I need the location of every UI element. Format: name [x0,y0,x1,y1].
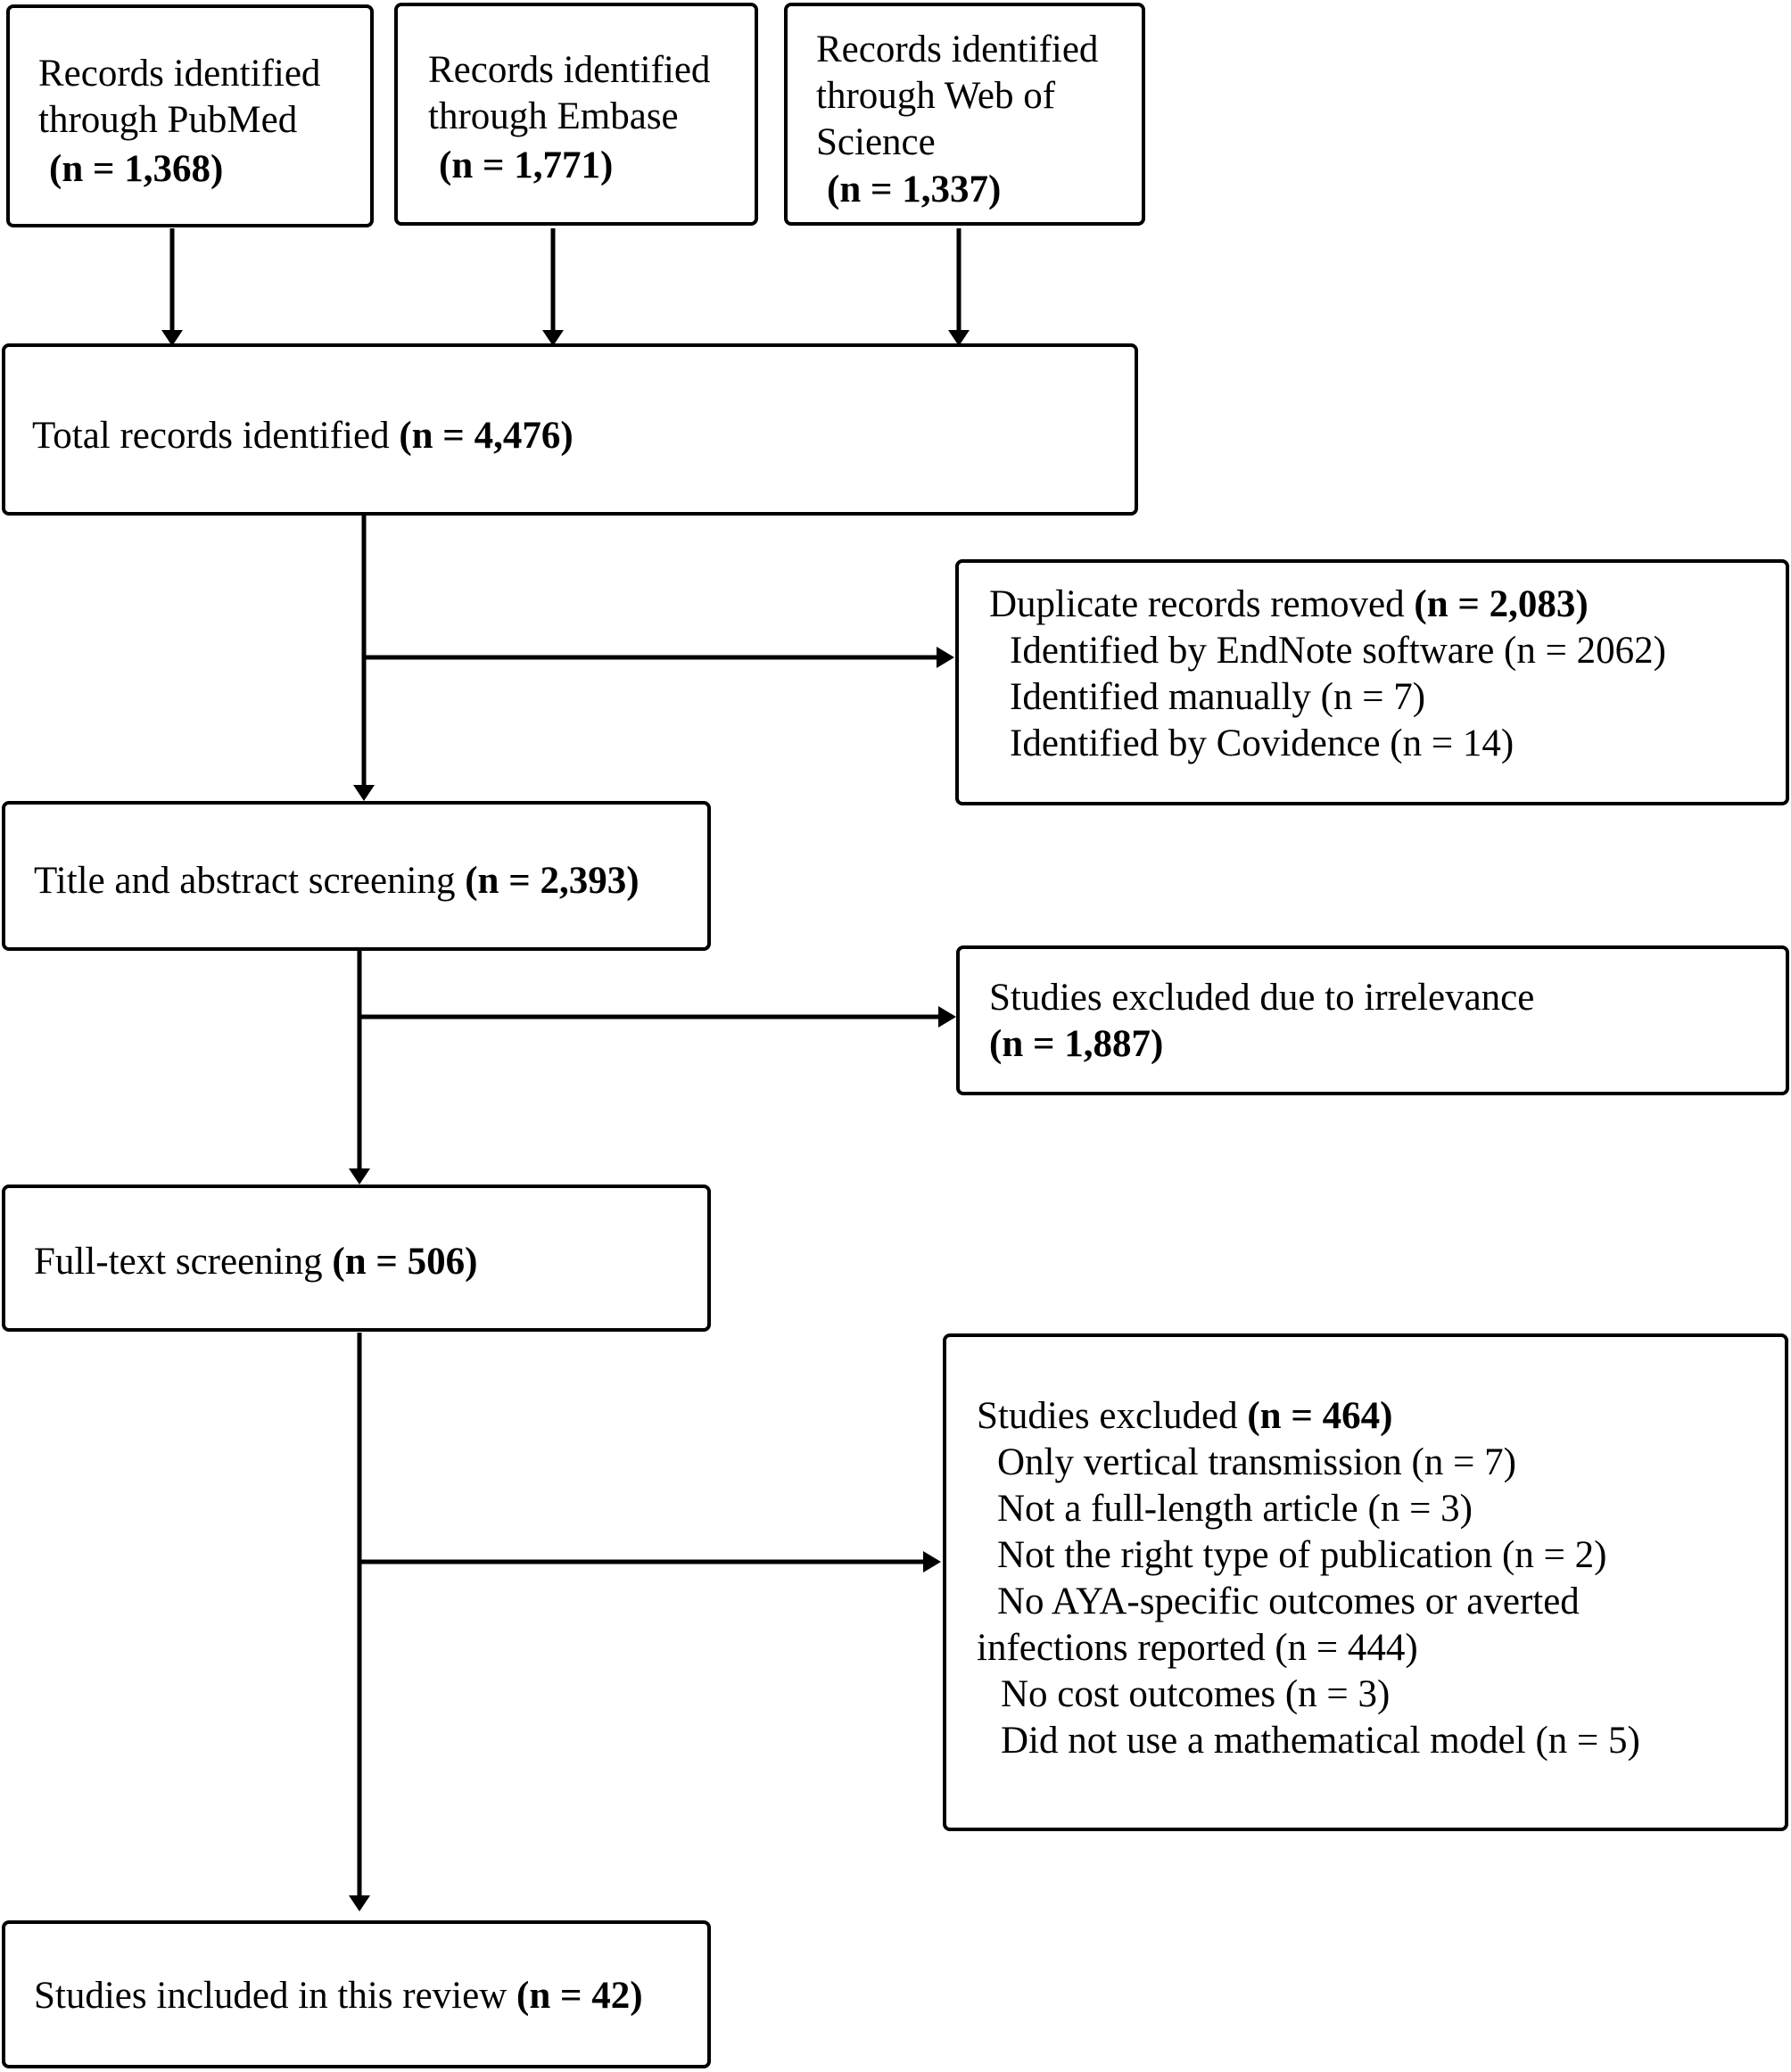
duplicates-item: Identified by EndNote software (n = 2062… [1010,630,1666,672]
included-count: (n = 42) [516,1975,643,2017]
source-box-pubmed: Records identified through PubMed (n = 1… [6,4,374,227]
source-line1: Records identified [38,53,321,95]
studies-included-box: Studies included in this review (n = 42) [2,1920,711,2068]
arrowhead [349,1895,370,1911]
duplicates-count: (n = 2,083) [1414,583,1589,625]
arrowhead [542,330,564,346]
excluded-item: No AYA-specific outcomes or averted [997,1581,1580,1622]
included-text: Studies included in this review (n = 42) [34,1973,643,2019]
source-line3: Science [816,121,936,163]
excluded-item: No cost outcomes (n = 3) [1001,1673,1391,1715]
fulltext-text: Full-text screening (n = 506) [34,1239,477,1285]
duplicates-item: Identified manually (n = 7) [1010,676,1426,718]
excluded-item: infections reported (n = 444) [977,1627,1418,1669]
source-count: (n = 1,337) [827,169,1002,211]
source-count: (n = 1,368) [49,148,224,190]
arrowhead [353,785,375,801]
included-label: Studies included in this review [34,1975,517,2017]
arrowhead [948,330,970,346]
irrelevance-count: (n = 1,887) [989,1023,1164,1065]
studies-excluded-box: Studies excluded (n = 464) Only vertical… [943,1333,1788,1831]
total-records-box: Total records identified (n = 4,476) [2,343,1138,516]
irrelevance-excluded-box: Studies excluded due to irrelevance (n =… [956,945,1789,1095]
arrowhead [938,1006,956,1028]
title-screening-label: Title and abstract screening [34,860,466,902]
duplicates-label: Duplicate records removed [989,583,1415,625]
fulltext-label: Full-text screening [34,1241,333,1283]
irrelevance-label: Studies excluded due to irrelevance [989,977,1535,1019]
source-line2: through Embase [428,95,679,137]
source-line1: Records identified [428,49,711,91]
source-line1: Records identified [816,29,1099,70]
title-screening-count: (n = 2,393) [465,860,640,902]
fulltext-count: (n = 506) [332,1241,478,1283]
duplicates-item: Identified by Covidence (n = 14) [1010,722,1515,764]
excluded-count: (n = 464) [1247,1395,1393,1437]
title-screening-text: Title and abstract screening (n = 2,393) [34,858,640,904]
arrowhead [923,1551,941,1573]
excluded-item: Only vertical transmission (n = 7) [997,1441,1516,1483]
duplicates-heading: Duplicate records removed (n = 2,083) [989,582,1589,628]
title-abstract-screening-box: Title and abstract screening (n = 2,393) [2,801,711,951]
arrowhead [349,1168,370,1185]
source-line2: through PubMed [38,99,298,141]
excluded-label: Studies excluded [977,1395,1248,1437]
source-count: (n = 1,771) [439,144,614,186]
full-text-screening-box: Full-text screening (n = 506) [2,1185,711,1332]
duplicates-removed-box: Duplicate records removed (n = 2,083) Id… [955,559,1789,805]
arrowhead [937,647,954,668]
total-records-text: Total records identified (n = 4,476) [32,413,574,459]
source-line2: through Web of [816,75,1056,117]
source-box-web-of-science: Records identified through Web of Scienc… [784,3,1145,226]
excluded-item: Did not use a mathematical model (n = 5) [1001,1720,1640,1762]
total-label: Total records identified [32,415,400,457]
total-count: (n = 4,476) [399,415,574,457]
excluded-item: Not a full-length article (n = 3) [997,1488,1473,1530]
source-box-embase: Records identified through Embase (n = 1… [394,3,758,226]
arrowhead [161,330,183,346]
excluded-heading: Studies excluded (n = 464) [977,1393,1392,1440]
excluded-item: Not the right type of publication (n = 2… [997,1534,1607,1576]
